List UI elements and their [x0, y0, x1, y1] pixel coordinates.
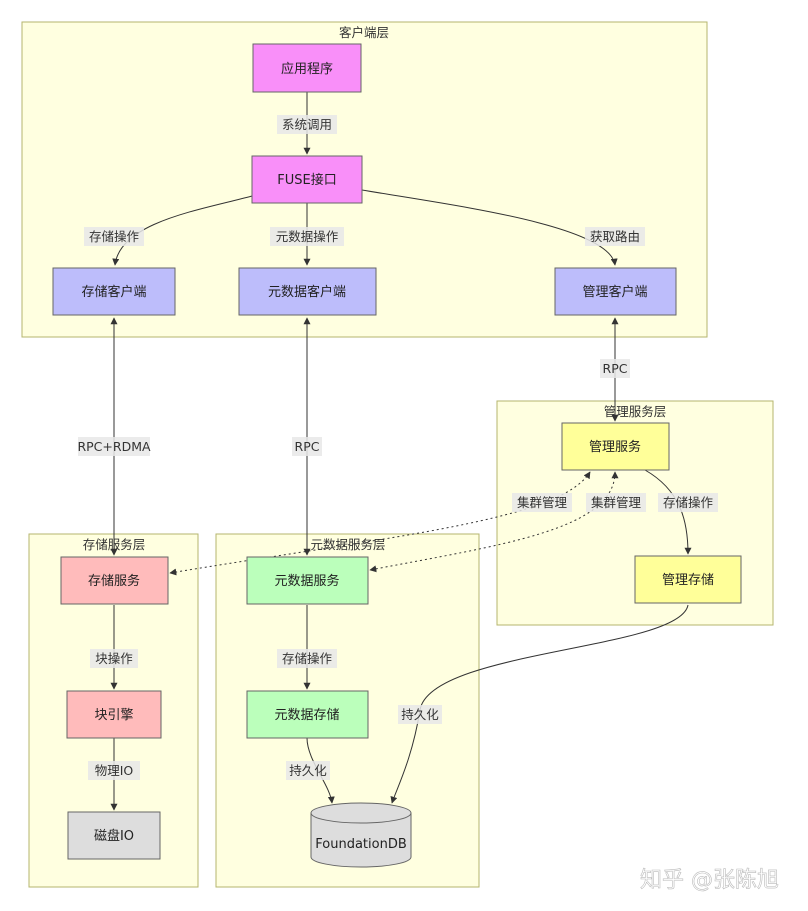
svg-text:获取路由: 获取路由 [590, 229, 640, 244]
node-mgmt-client: 管理客户端 [554, 267, 677, 316]
svg-text:存储操作: 存储操作 [663, 495, 714, 510]
node-mgmt-client-box [554, 267, 677, 316]
svg-text:RPC: RPC [295, 439, 320, 454]
edge-label-rpc-mgmt: RPC [600, 359, 630, 378]
node-disk-io-label: 磁盘IO [94, 828, 134, 844]
edge-label-physical-io: 物理IO [88, 761, 140, 780]
edge-mgmt-storage-db [390, 604, 689, 804]
node-block-engine-label: 块引擎 [94, 708, 133, 723]
edge-label-persist-mgmt: 持久化 [398, 705, 442, 724]
node-mgmt-storage-box [634, 555, 742, 604]
edge-label-syscall: 系统调用 [277, 115, 337, 134]
watermark-text: 知乎 @张陈旭 [640, 868, 779, 893]
node-fuse: FUSE接口 [251, 155, 363, 204]
svg-text:存储操作: 存储操作 [282, 651, 333, 666]
svg-text:集群管理: 集群管理 [517, 495, 568, 510]
svg-text:元数据操作: 元数据操作 [276, 229, 339, 244]
node-disk-io-box [67, 811, 161, 860]
edge-label-rpc-rdma: RPC+RDMA [77, 437, 151, 456]
svg-text:系统调用: 系统调用 [282, 117, 332, 132]
edge-label-storage-op-meta: 存储操作 [277, 649, 337, 668]
node-block-engine-box [66, 690, 162, 739]
node-storage-service-label: 存储服务 [88, 573, 140, 589]
edge-fuse-mgmt-client [361, 189, 618, 266]
edge-fuse-storage-client [112, 195, 253, 266]
svg-text:物理IO: 物理IO [95, 763, 134, 778]
edge-label-cluster-mgmt-1: 集群管理 [512, 493, 572, 512]
node-app: 应用程序 [252, 43, 362, 93]
node-foundationdb: FoundationDB [310, 802, 412, 868]
svg-text:RPC+RDMA: RPC+RDMA [77, 439, 151, 454]
node-fuse-box [251, 155, 363, 204]
node-meta-storage-label: 元数据存储 [274, 708, 339, 723]
edge-label-block-op: 块操作 [90, 649, 138, 668]
edge-label-storage-op-mgmt: 存储操作 [658, 493, 718, 512]
edge-cluster-mgmt-meta [369, 471, 619, 573]
db-cylinder-top [310, 802, 412, 824]
edge-label-meta-op: 元数据操作 [270, 227, 344, 246]
node-meta-client-label: 元数据客户端 [268, 284, 346, 300]
node-block-engine: 块引擎 [66, 690, 162, 739]
node-storage-client-box [52, 267, 176, 316]
svg-text:块操作: 块操作 [95, 651, 133, 666]
node-foundationdb-label: FoundationDB [315, 837, 407, 852]
node-mgmt-service-label: 管理服务 [589, 439, 641, 455]
node-mgmt-service-box [561, 422, 670, 471]
svg-text:存储操作: 存储操作 [89, 229, 140, 244]
node-meta-service-label: 元数据服务 [274, 573, 339, 589]
edge-label-cluster-mgmt-2: 集群管理 [586, 493, 646, 512]
svg-text:集群管理: 集群管理 [591, 495, 642, 510]
svg-text:RPC: RPC [603, 361, 628, 376]
db-cylinder-body [310, 813, 412, 868]
node-meta-client-box [238, 267, 377, 316]
cluster-meta-title: 元数据服务层 [310, 537, 385, 552]
node-meta-client: 元数据客户端 [238, 267, 377, 316]
node-storage-client: 存储客户端 [52, 267, 176, 316]
node-fuse-label: FUSE接口 [277, 172, 336, 188]
node-storage-client-label: 存储客户端 [81, 284, 146, 300]
edge-label-rpc-meta: RPC [292, 437, 322, 456]
node-mgmt-storage-label: 管理存储 [662, 573, 714, 588]
node-mgmt-client-label: 管理客户端 [582, 284, 647, 300]
svg-text:持久化: 持久化 [401, 707, 439, 722]
node-mgmt-storage: 管理存储 [634, 555, 742, 604]
cluster-client-title: 客户端层 [339, 25, 389, 40]
node-meta-storage-box [246, 690, 369, 739]
node-mgmt-service: 管理服务 [561, 422, 670, 471]
node-meta-storage: 元数据存储 [246, 690, 369, 739]
node-app-label: 应用程序 [281, 61, 333, 77]
node-app-box [252, 43, 362, 93]
node-disk-io: 磁盘IO [67, 811, 161, 860]
node-meta-service-box [246, 556, 369, 605]
edge-label-persist-meta: 持久化 [286, 761, 330, 780]
svg-text:持久化: 持久化 [289, 763, 327, 778]
node-storage-service: 存储服务 [60, 556, 169, 605]
node-meta-service: 元数据服务 [246, 556, 369, 605]
edge-label-route: 获取路由 [585, 227, 645, 246]
edge-label-storage-op-1: 存储操作 [84, 227, 144, 246]
cluster-mgmt-title: 管理服务层 [604, 404, 667, 419]
node-storage-service-box [60, 556, 169, 605]
